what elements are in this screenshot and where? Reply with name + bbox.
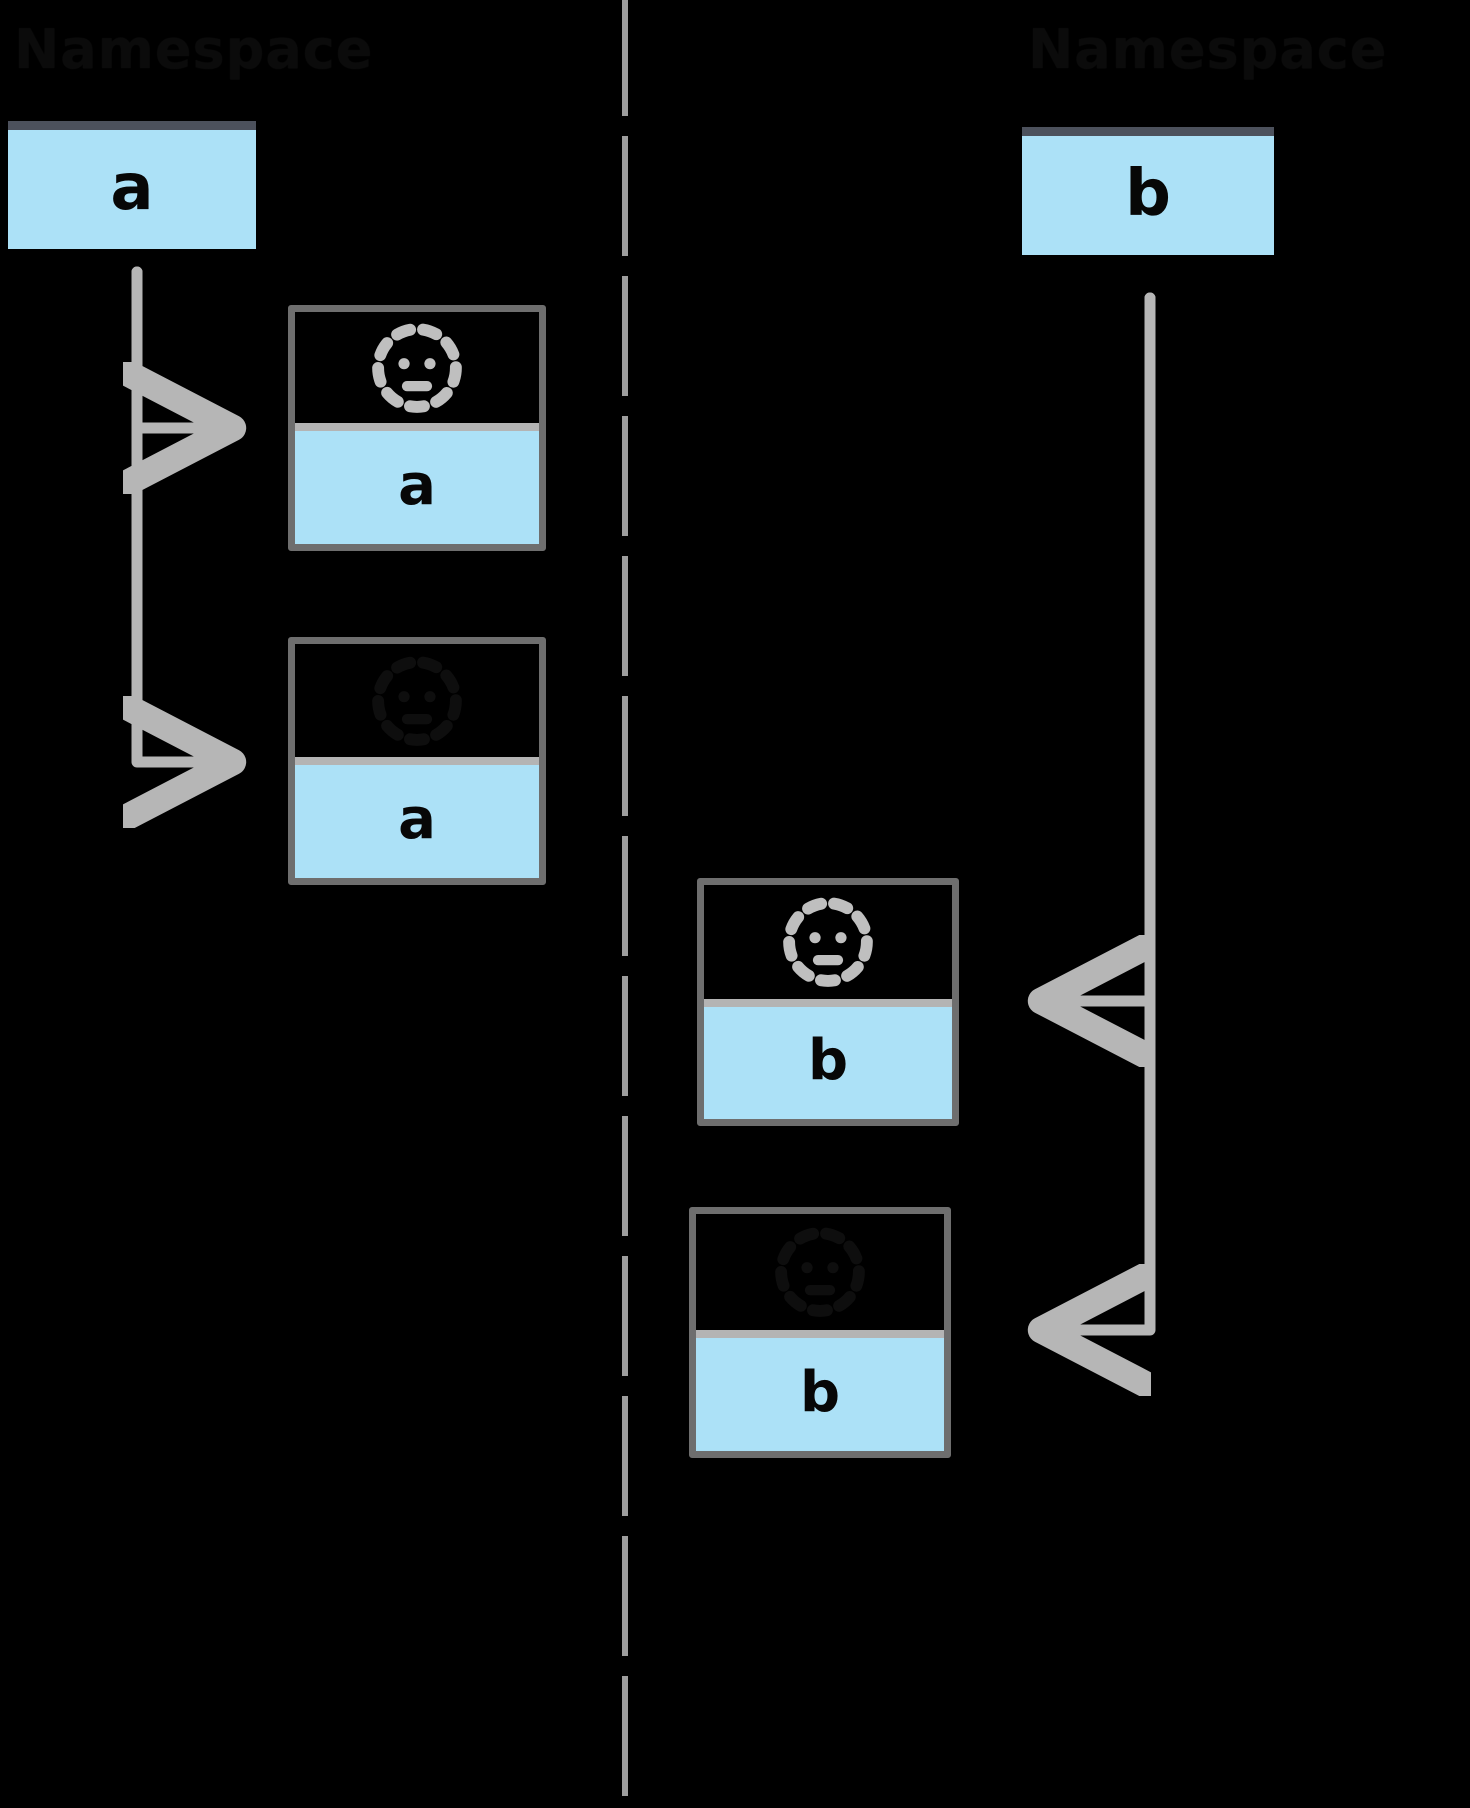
card-b-1-footer: b [704,999,952,1119]
card-b-1-icon-area [704,885,952,999]
column-title-right: Namespace [1028,18,1388,81]
dashed-avatar-icon [783,897,873,987]
card-b-2-icon-area [696,1214,944,1330]
source-box-a-label: a [110,150,154,225]
source-box-b-label: b [1125,156,1171,231]
card-a-2[interactable]: a [288,637,546,885]
card-a-2-label: a [398,786,436,852]
dashed-avatar-icon [775,1227,865,1317]
card-b-2[interactable]: b [689,1207,951,1458]
dashed-avatar-icon [372,322,462,413]
card-b-2-footer: b [696,1330,944,1451]
card-a-1-label: a [398,452,436,518]
card-b-1-label: b [807,1028,849,1093]
card-b-1[interactable]: b [697,878,959,1126]
center-divider [622,0,628,1808]
edge-a-1 [137,266,222,428]
card-b-2-label: b [799,1359,841,1425]
card-a-2-icon-area [295,644,539,757]
card-a-1-footer: a [295,423,539,544]
card-a-1-icon-area [295,312,539,423]
card-a-2-footer: a [295,757,539,878]
source-box-b[interactable]: b [1022,127,1274,255]
edge-b-1 [1052,292,1156,1001]
edge-a-2 [137,266,222,762]
dashed-avatar-icon [372,655,462,746]
card-a-1[interactable]: a [288,305,546,551]
column-title-left: Namespace [14,18,374,81]
source-box-a[interactable]: a [8,121,256,249]
edge-b-2 [1052,292,1156,1330]
